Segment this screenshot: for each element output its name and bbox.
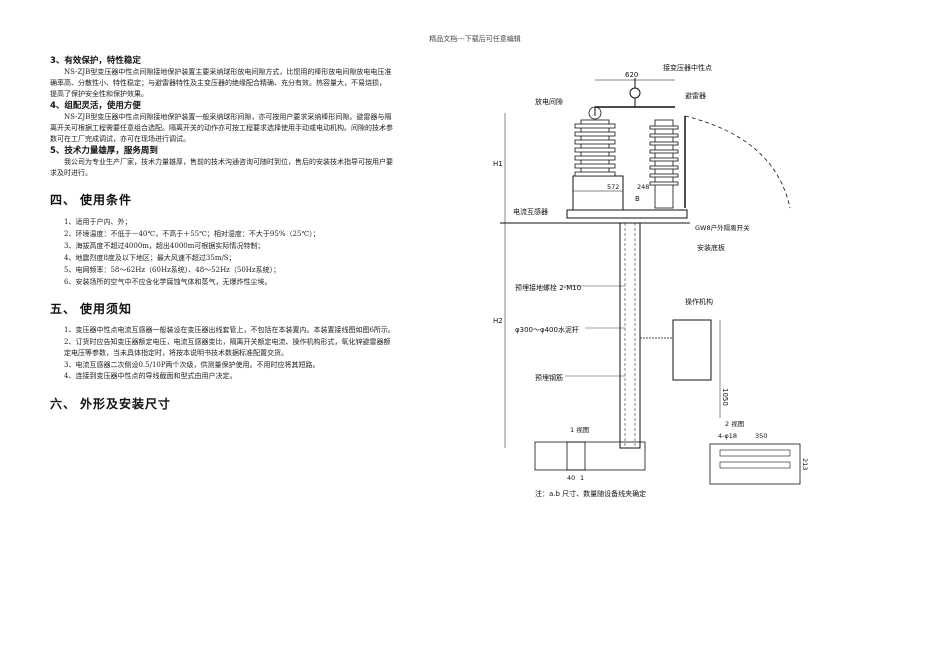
label-base: 安装底板	[697, 243, 725, 252]
dim-h1: H1	[493, 160, 503, 168]
condition-item: 1、适用于户内、外；	[64, 218, 132, 226]
dim-620: 620	[625, 71, 638, 79]
notice-item: 定电压等参数，当未具体指定时，将按本说明书技术数据标准配置交货。	[64, 349, 288, 357]
section-3-line-2: 确率高、分散性小、特性稳定；与避雷器特性及主变压器的绝缘配合精确、充分有效。热容…	[50, 79, 386, 87]
section-5-title: 5、技术力量雄厚，服务周到	[50, 146, 158, 156]
section-4-line-2: 离开关可根据工程需要任意组合选配。隔离开关的动作亦可按工程要求选择使用手动或电动…	[50, 124, 393, 132]
base-plate	[566, 209, 688, 219]
notice-item: 1、变压器中性点电流互感器一般装设在变压器出线套管上，不包括在本装置内。本装置接…	[64, 326, 395, 334]
label-pole: φ300～φ400水泥杆	[515, 325, 579, 334]
view-1	[534, 441, 646, 471]
dim-40: 40	[567, 474, 575, 482]
section-4-line-1: NS-ZJB型变压器中性点间隙接地保护装置一般采纳球形间隙，亦可按用户要求采纳棒…	[64, 113, 392, 121]
dim-b: B	[635, 195, 640, 203]
label-switch: GW8户外隔离开关	[695, 223, 750, 232]
section-5-line-1: 我公司为专业生产厂家，技术力量雄厚，售前的技术沟通咨询可随时到位，售后的安装技术…	[64, 158, 393, 166]
heading-usage-notice: 五、使用须知	[50, 302, 133, 316]
dim-350: 350	[755, 432, 767, 440]
dim-572: 572	[607, 183, 619, 191]
label-ct: 电流互感器	[513, 207, 548, 216]
notice-item: 2、订货时应告知变压器额定电压，电流互感器变比，隔离开关额定电流、操作机构形式，…	[64, 337, 391, 346]
section-4-line-3: 数可在工厂完成调试，亦可在现场进行调试。	[50, 135, 190, 143]
current-transformer	[572, 175, 624, 211]
label-arrester: 避雷器	[685, 91, 706, 100]
label-view-2: 2 视图	[725, 419, 744, 428]
label-gap: 放电间隙	[535, 97, 563, 106]
heading-usage-conditions: 四、使用条件	[50, 193, 133, 207]
condition-item: 3、海拔高度不超过4000m，超出4000m可根据实际情况特制；	[64, 242, 265, 250]
section-3-title: 3、有效保护，特性稳定	[50, 56, 141, 66]
dim-holes: 4-φ18	[718, 432, 737, 440]
condition-item: 2、环境温度：不低于－40℃，不高于＋55℃；相对湿度：不大于95%（25℃）；	[64, 230, 320, 238]
condition-item: 4、地震烈度8度及以下地区；最大风速不超过35m/S；	[64, 254, 236, 262]
label-neutral-point: 接变压器中性点	[663, 63, 712, 72]
dim-248: 248	[637, 183, 649, 191]
heading-dimensions: 六、外形及安装尺寸	[50, 396, 172, 411]
text-column: 3、有效保护，特性稳定 NS-ZJB型变压器中性点间隙接地保护装置主要采纳球形放…	[50, 55, 470, 420]
notice-item: 4、连接到变压器中性点的导线截面和型式由用户决定。	[64, 372, 237, 380]
operating-mechanism	[672, 319, 712, 381]
installation-drawing: 620 572 248 B H1 H2 1050 接变压器中性点 避雷器 放电间…	[493, 63, 809, 498]
drawing-note: 注：a.b 尺寸、数量随设备线夹确定	[535, 489, 646, 498]
dim-213: 213	[801, 458, 809, 470]
section-4-title: 4、组配灵活，使用方便	[50, 101, 141, 111]
page-header: 精品文档---下载后可任意编辑	[429, 35, 521, 43]
dim-1: 1	[580, 474, 584, 482]
label-view-1: 1 视图	[570, 425, 589, 434]
condition-item: 6、安装场所的空气中不应含化学腐蚀气体和蒸气，无爆炸性尘埃。	[64, 278, 272, 286]
label-bolts: 预埋接地螺栓 2-M10	[515, 283, 581, 292]
label-steel: 预埋钢筋	[535, 373, 563, 382]
section-3-line-1: NS-ZJB型变压器中性点间隙接地保护装置主要采纳球形放电间隙方式，比惯用的棒形…	[64, 68, 392, 76]
view-2	[709, 443, 801, 485]
condition-item: 5、电网频率：58～62Hz（60Hz系统）、48～52Hz（50Hz系统）；	[64, 266, 281, 274]
discharge-gap	[574, 106, 616, 177]
pole	[619, 222, 641, 449]
label-mechanism: 操作机构	[685, 297, 713, 306]
dim-h2: H2	[493, 317, 503, 325]
notice-item: 3、电流互感器二次侧设0.5/10P两个次级，供测量保护使用。不用时应将其短路。	[64, 360, 320, 369]
switch-swing-arc	[684, 115, 791, 209]
section-5-line-2: 求及时进行。	[50, 169, 92, 177]
section-3-line-3: 提高了保护安全性和保护效果。	[50, 90, 148, 98]
dim-1050: 1050	[721, 388, 729, 406]
surge-arrester	[649, 119, 679, 209]
